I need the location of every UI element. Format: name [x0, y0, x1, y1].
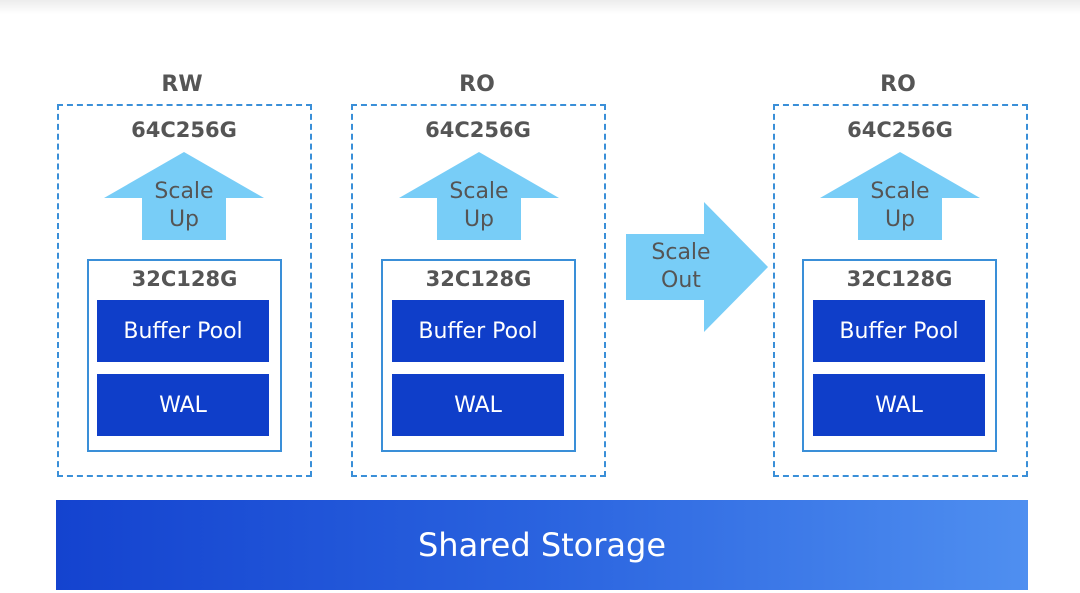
target-spec-label: 64C256G: [131, 118, 237, 142]
scale-out-text-line1: Scale: [651, 240, 711, 265]
scale-out-arrow: Scale Out: [626, 202, 768, 332]
scale-up-arrow: Scale Up: [399, 152, 559, 240]
node-role-label: RO: [459, 72, 495, 97]
scale-up-text-line2: Up: [884, 207, 916, 232]
node-role-label: RO: [880, 72, 916, 97]
scale-up-text-line1: Scale: [449, 179, 509, 204]
scale-up-text-line2: Up: [168, 207, 200, 232]
scale-up-arrow: Scale Up: [104, 152, 264, 240]
node-outer-box: [57, 104, 312, 477]
node-outer-box: [351, 104, 606, 477]
scale-up-text-line1: Scale: [870, 179, 930, 204]
scale-up-arrow: Scale Up: [820, 152, 980, 240]
up-arrow-icon: [820, 152, 980, 240]
scale-up-text-line1: Scale: [154, 179, 214, 204]
current-spec-label: 32C128G: [425, 267, 532, 291]
buffer-pool-block: Buffer Pool: [97, 300, 269, 362]
up-arrow-icon: [104, 152, 264, 240]
shared-storage-bar: Shared Storage: [56, 500, 1028, 590]
wal-block: WAL: [392, 374, 564, 436]
target-spec-label: 64C256G: [425, 118, 531, 142]
node-role-label: RW: [161, 72, 203, 97]
top-shadow-band: [0, 0, 1080, 14]
node-outer-box: [773, 104, 1028, 477]
buffer-pool-block: Buffer Pool: [813, 300, 985, 362]
up-arrow-icon: [399, 152, 559, 240]
buffer-pool-block: Buffer Pool: [392, 300, 564, 362]
shared-storage-label: Shared Storage: [417, 526, 667, 564]
current-spec-label: 32C128G: [131, 267, 238, 291]
wal-block: WAL: [813, 374, 985, 436]
right-arrow-icon: [626, 202, 768, 332]
scale-up-text-line2: Up: [463, 207, 495, 232]
current-spec-label: 32C128G: [846, 267, 953, 291]
target-spec-label: 64C256G: [847, 118, 953, 142]
wal-block: WAL: [97, 374, 269, 436]
scale-out-text-line2: Out: [661, 268, 701, 293]
